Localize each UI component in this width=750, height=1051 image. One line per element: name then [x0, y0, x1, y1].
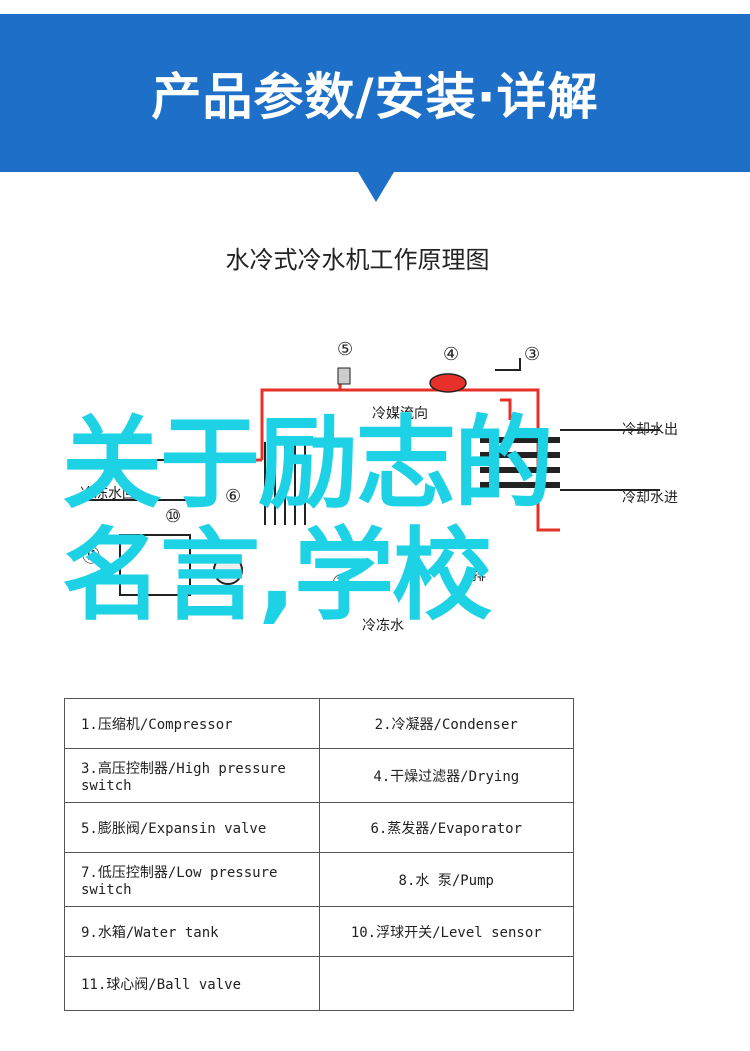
table-cell: 7.低压控制器/Low pressure switch	[64, 852, 320, 907]
table-row: 9.水箱/Water tank 10.浮球开关/Level sensor	[64, 906, 574, 957]
table-row: 11.球心阀/Ball valve	[64, 956, 574, 1011]
label-chilled-out: 冷却水进	[622, 490, 678, 506]
table-cell: 5.膨胀阀/Expansin valve	[64, 802, 320, 853]
label-chilled-in: 冷却水出	[622, 422, 678, 438]
dryer-filter-shape	[429, 373, 467, 393]
table-row: 3.高压控制器/High pressure switch 4.干燥过滤器/Dry…	[64, 748, 574, 803]
table-cell: 9.水箱/Water tank	[64, 906, 320, 957]
condenser-coils	[264, 442, 306, 525]
label-11: ⑪	[82, 546, 100, 567]
label-evap-return: 冷冻水回	[80, 485, 136, 502]
banner-arrow	[358, 172, 394, 202]
pump-shape	[213, 555, 243, 585]
label-5: ⑤	[337, 339, 353, 360]
diagram-title: 水冷式冷水机工作原理图	[225, 246, 490, 274]
label-7: ⑦	[332, 572, 348, 593]
overlay-line-1: 关于励志的	[62, 405, 554, 522]
label-4: ④	[443, 344, 459, 365]
banner-title: 产品参数/安装·详解	[151, 68, 599, 126]
table-row: 5.膨胀阀/Expansin valve 6.蒸发器/Evaporator	[64, 802, 574, 853]
label-3: ③	[524, 344, 540, 365]
overlay-line-2: 名言,学校	[62, 517, 492, 634]
label-10: ⑩	[165, 506, 181, 527]
table-cell: 1.压缩机/Compressor	[64, 698, 320, 749]
table-cell: 10.浮球开关/Level sensor	[318, 906, 574, 957]
label-refrigerant-flow: 冷媒流向	[372, 406, 428, 422]
water-tank-shape	[119, 534, 191, 596]
table-cell	[318, 956, 574, 1011]
evaporator-stack	[480, 437, 560, 488]
label-6: ⑥	[225, 486, 241, 507]
chiller-diagram: ⑤ ④ ③ ⑥ ⑩ ⑪ ⑦ 冷媒流向 冷却水出 冷却水进 冷冻水回 排 冷冻水	[80, 339, 678, 634]
water-lines	[80, 358, 660, 501]
table-cell: 2.冷凝器/Condenser	[318, 698, 574, 749]
table-cell: 4.干燥过滤器/Drying	[318, 748, 574, 803]
label-cold-water: 冷冻水	[362, 617, 404, 634]
table-cell: 6.蒸发器/Evaporator	[318, 802, 574, 853]
table-cell: 8.水 泵/Pump	[318, 852, 574, 907]
table-cell: 3.高压控制器/High pressure switch	[64, 748, 320, 803]
expansion-valve-shape	[337, 367, 351, 385]
header-banner: 产品参数/安装·详解	[0, 14, 750, 172]
table-cell: 11.球心阀/Ball valve	[64, 956, 320, 1011]
table-row: 7.低压控制器/Low pressure switch 8.水 泵/Pump	[64, 852, 574, 907]
table-row: 1.压缩机/Compressor 2.冷凝器/Condenser	[64, 698, 574, 749]
label-drain: 排	[472, 568, 486, 584]
overlay-text: 关于励志的 名言,学校	[62, 408, 702, 632]
parts-table: 1.压缩机/Compressor 2.冷凝器/Condenser 3.高压控制器…	[64, 698, 574, 1011]
